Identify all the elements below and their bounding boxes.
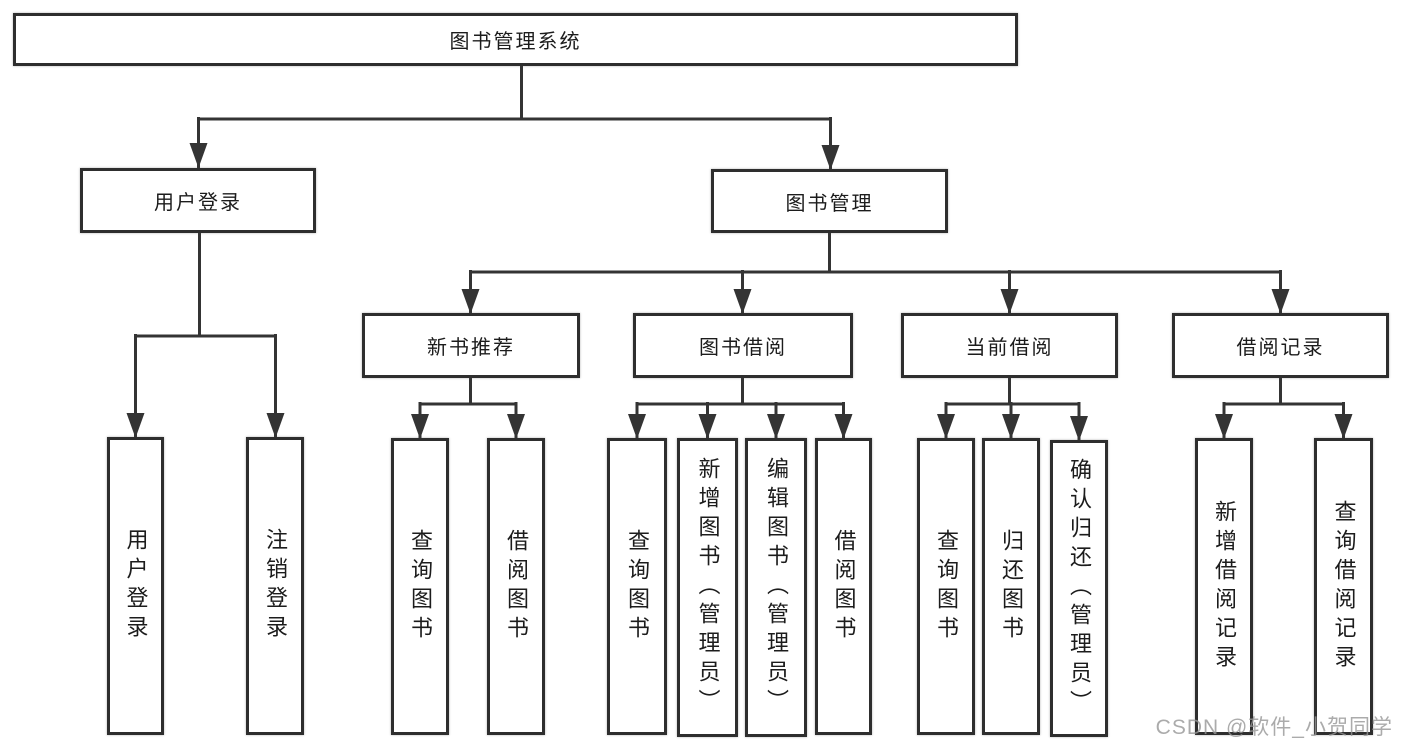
node-leaf-current-confirm-return: 确认归还（管理员） xyxy=(1050,440,1108,737)
node-leaf-logout-label: 注销登录 xyxy=(263,528,288,644)
node-leaf-borrow-query-book-label: 查询图书 xyxy=(625,528,650,645)
node-book-borrow: 图书借阅 xyxy=(633,313,853,378)
node-new-book-rec: 新书推荐 xyxy=(362,313,580,378)
edges-user-login xyxy=(126,232,285,438)
node-leaf-borrow-query-book: 查询图书 xyxy=(607,438,667,735)
edges-book-borrow xyxy=(628,377,853,439)
node-current-borrow-label: 当前借阅 xyxy=(965,337,1054,359)
edges-root xyxy=(189,64,840,170)
node-leaf-rec-query-book: 查询图书 xyxy=(391,438,449,735)
node-root: 图书管理系统 xyxy=(13,13,1018,66)
node-leaf-borrow-borrow-book-label: 借阅图书 xyxy=(831,528,857,645)
node-new-book-rec-label: 新书推荐 xyxy=(427,337,515,359)
edges-new-book-rec xyxy=(411,377,525,439)
edges-current-borrow xyxy=(937,377,1088,441)
node-leaf-rec-borrow-book-label: 借阅图书 xyxy=(504,528,529,645)
node-book-borrow-label: 图书借阅 xyxy=(699,337,787,359)
node-leaf-borrow-edit-book-label: 编辑图书（管理员） xyxy=(764,457,789,718)
node-leaf-user-login: 用户登录 xyxy=(107,437,164,735)
node-leaf-records-add-record-label: 新增借阅记录 xyxy=(1212,499,1237,674)
node-leaf-borrow-add-book-label: 新增图书（管理员） xyxy=(695,457,721,718)
node-leaf-current-query-book-label: 查询图书 xyxy=(934,528,959,645)
node-leaf-current-return-book: 归还图书 xyxy=(982,438,1040,735)
node-user-login-branch-label: 用户登录 xyxy=(154,192,242,214)
node-user-login-branch: 用户登录 xyxy=(80,168,316,233)
edges-book-mgmt xyxy=(461,232,1290,314)
csdn-watermark: CSDN @软件_小贺同学 xyxy=(1155,716,1393,739)
node-leaf-records-add-record: 新增借阅记录 xyxy=(1195,438,1253,735)
node-leaf-borrow-borrow-book: 借阅图书 xyxy=(815,438,872,735)
node-leaf-records-query-record-label: 查询借阅记录 xyxy=(1331,499,1357,674)
node-leaf-current-confirm-return-label: 确认归还（管理员） xyxy=(1067,458,1092,719)
node-leaf-current-return-book-label: 归还图书 xyxy=(999,528,1024,645)
node-root-label: 图书管理系统 xyxy=(449,31,582,53)
node-leaf-logout: 注销登录 xyxy=(246,437,304,735)
node-leaf-rec-query-book-label: 查询图书 xyxy=(408,528,433,645)
node-borrow-records-label: 借阅记录 xyxy=(1236,337,1325,359)
node-leaf-borrow-add-book: 新增图书（管理员） xyxy=(677,438,738,737)
node-leaf-records-query-record: 查询借阅记录 xyxy=(1314,438,1373,735)
node-book-mgmt-label: 图书管理 xyxy=(785,192,874,215)
node-book-mgmt: 图书管理 xyxy=(711,169,948,233)
node-borrow-records: 借阅记录 xyxy=(1172,313,1389,378)
node-leaf-current-query-book: 查询图书 xyxy=(917,438,975,735)
node-leaf-user-login-label: 用户登录 xyxy=(123,528,149,644)
node-leaf-rec-borrow-book: 借阅图书 xyxy=(487,438,545,735)
edges-borrow-records xyxy=(1215,377,1353,439)
node-leaf-borrow-edit-book: 编辑图书（管理员） xyxy=(745,438,807,737)
node-current-borrow: 当前借阅 xyxy=(901,313,1118,378)
